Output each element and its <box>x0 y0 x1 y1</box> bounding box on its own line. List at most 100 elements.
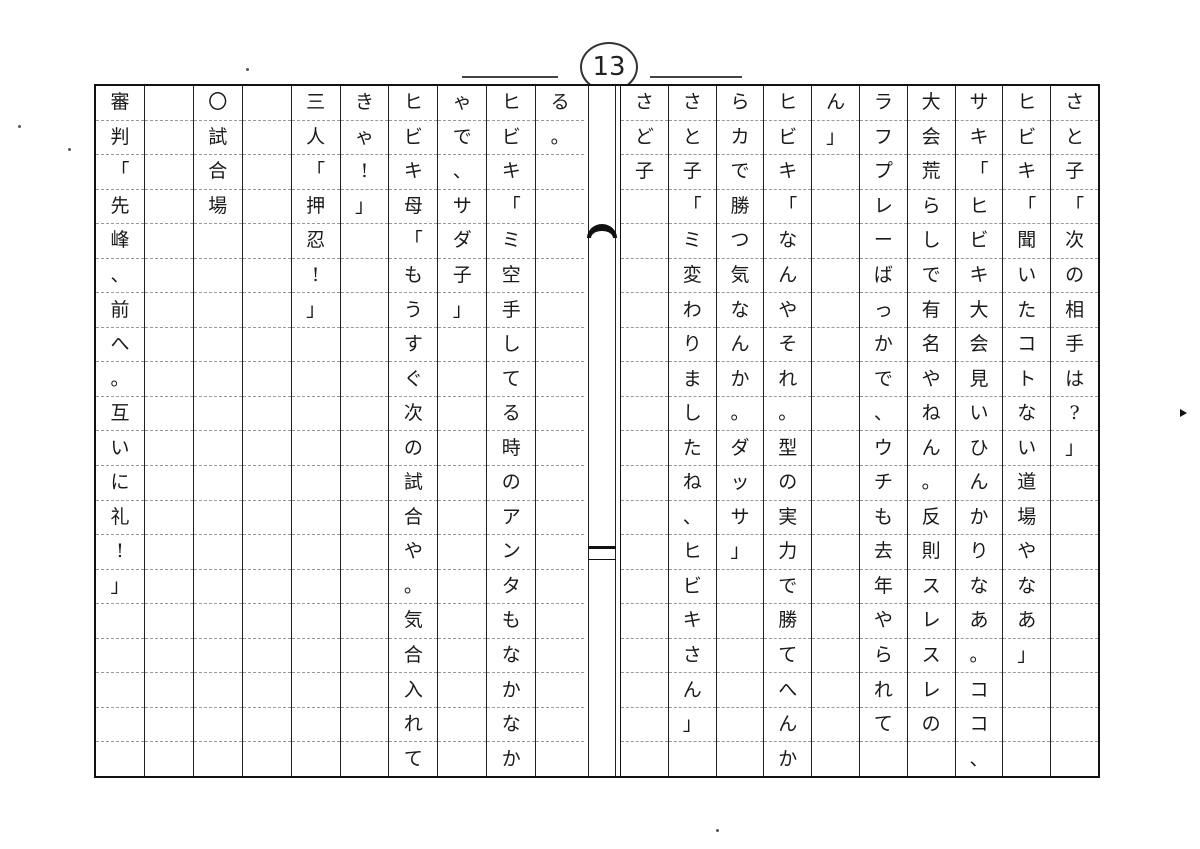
grid-cell <box>536 223 585 258</box>
handwritten-char: 「 <box>501 194 521 217</box>
grid-cell <box>193 361 242 396</box>
handwritten-char: で <box>921 264 941 286</box>
grid-cell <box>242 465 291 500</box>
grid-cell: ビ <box>955 223 1003 258</box>
grid-cell: ま <box>668 361 716 396</box>
grid-cell: 「 <box>1003 188 1051 224</box>
handwritten-char: な <box>778 229 798 252</box>
grid-cell: る <box>536 86 584 120</box>
handwritten-char: カ <box>730 125 750 148</box>
grid-cell: や <box>859 603 907 638</box>
grid-cell: 。 <box>764 395 812 431</box>
grid-cell: に <box>96 465 144 500</box>
handwritten-char: で <box>730 160 750 183</box>
grid-cell <box>242 706 291 742</box>
grid-cell: 」 <box>438 292 487 327</box>
grid-cell <box>1051 465 1098 500</box>
grid-cell: ト <box>1003 361 1051 396</box>
grid-cell: か <box>487 741 536 776</box>
margin-arrow <box>1180 409 1187 417</box>
grid-cell: 試 <box>389 465 438 500</box>
grid-cell <box>144 706 193 742</box>
grid-cell <box>242 154 291 189</box>
grid-cell <box>438 430 487 465</box>
grid-cell: ヒ <box>389 86 437 120</box>
grid-cell <box>291 465 340 500</box>
grid-cell: ヒ <box>487 86 535 120</box>
grid-cell: 会 <box>955 326 1003 362</box>
grid-cell <box>812 257 859 293</box>
handwritten-char: の <box>1065 264 1085 286</box>
handwritten-char: ひ <box>969 436 989 459</box>
grid-cell <box>193 534 242 569</box>
grid-cell <box>340 292 389 327</box>
handwritten-char: 」 <box>110 574 130 597</box>
grid-cell <box>621 672 668 707</box>
grid-cell <box>438 499 487 535</box>
handwritten-char: 」 <box>1017 644 1037 667</box>
handwritten-char: 会 <box>921 125 941 148</box>
handwritten-char: と <box>1065 125 1085 148</box>
handwritten-char: ビ <box>1017 125 1037 148</box>
grid-cell: な <box>487 706 536 742</box>
handwritten-char: ! <box>360 160 369 183</box>
manuscript-column-left-4 <box>241 86 291 776</box>
grid-cell <box>193 465 242 500</box>
handwritten-char: ん <box>778 264 798 286</box>
grid-cell: 。 <box>955 637 1003 673</box>
grid-cell <box>144 223 193 258</box>
grid-cell <box>536 568 585 604</box>
grid-cell <box>145 86 193 120</box>
grid-cell <box>144 603 193 638</box>
grid-cell <box>668 741 716 776</box>
manuscript-column-left-9: ヒビキ「ミ空手してる時のアンタもなかなか <box>486 86 536 776</box>
grid-cell: 「 <box>955 154 1003 189</box>
grid-cell: 反 <box>907 499 955 535</box>
grid-cell <box>812 430 859 465</box>
grid-cell <box>621 637 668 673</box>
grid-cell: キ <box>389 154 438 189</box>
handwritten-char: 礼 <box>110 505 130 528</box>
grid-cell: キ <box>764 154 812 189</box>
grid-cell <box>96 741 144 776</box>
grid-cell: 」 <box>812 119 859 155</box>
grid-cell: ヒ <box>668 534 716 569</box>
handwritten-char: 去 <box>873 540 893 563</box>
handwritten-char: 実 <box>778 505 798 528</box>
handwritten-char: て <box>501 367 521 390</box>
grid-cell <box>193 430 242 465</box>
handwritten-char: 。 <box>403 574 423 597</box>
grid-cell: 入 <box>389 672 438 707</box>
grid-cell <box>859 741 907 776</box>
grid-cell: て <box>389 741 438 776</box>
grid-cell <box>242 188 291 224</box>
grid-cell: ぐ <box>389 361 438 396</box>
grid-cell <box>812 223 859 258</box>
grid-cell: も <box>487 603 536 638</box>
handwritten-char: ウ <box>873 436 893 459</box>
handwritten-char: ん <box>682 678 702 701</box>
grid-cell: 。 <box>96 361 144 396</box>
grid-cell <box>193 257 242 293</box>
handwritten-char: 大 <box>921 91 941 114</box>
grid-cell <box>193 603 242 638</box>
handwritten-char: い <box>1017 436 1037 459</box>
handwritten-char: 人 <box>306 125 326 148</box>
grid-cell <box>144 637 193 673</box>
grid-cell <box>242 257 291 293</box>
grid-cell: 「 <box>668 188 716 224</box>
handwritten-char: さ <box>634 91 654 114</box>
handwritten-char: キ <box>969 125 989 148</box>
grid-cell: れ <box>389 706 438 742</box>
handwritten-char: ん <box>921 436 941 459</box>
grid-cell: ゃ <box>438 86 486 120</box>
grid-cell <box>812 706 859 742</box>
grid-cell <box>812 741 859 776</box>
handwritten-char: ヒ <box>501 91 521 114</box>
manuscript-column-right-9: ヒビキ「聞いたコトない道場やなあ」 <box>1002 86 1051 776</box>
grid-cell <box>621 465 668 500</box>
handwritten-char: ヒ <box>1017 91 1037 114</box>
grid-cell <box>716 672 764 707</box>
handwritten-char: キ <box>403 160 423 183</box>
handwritten-char: 大 <box>969 298 989 321</box>
